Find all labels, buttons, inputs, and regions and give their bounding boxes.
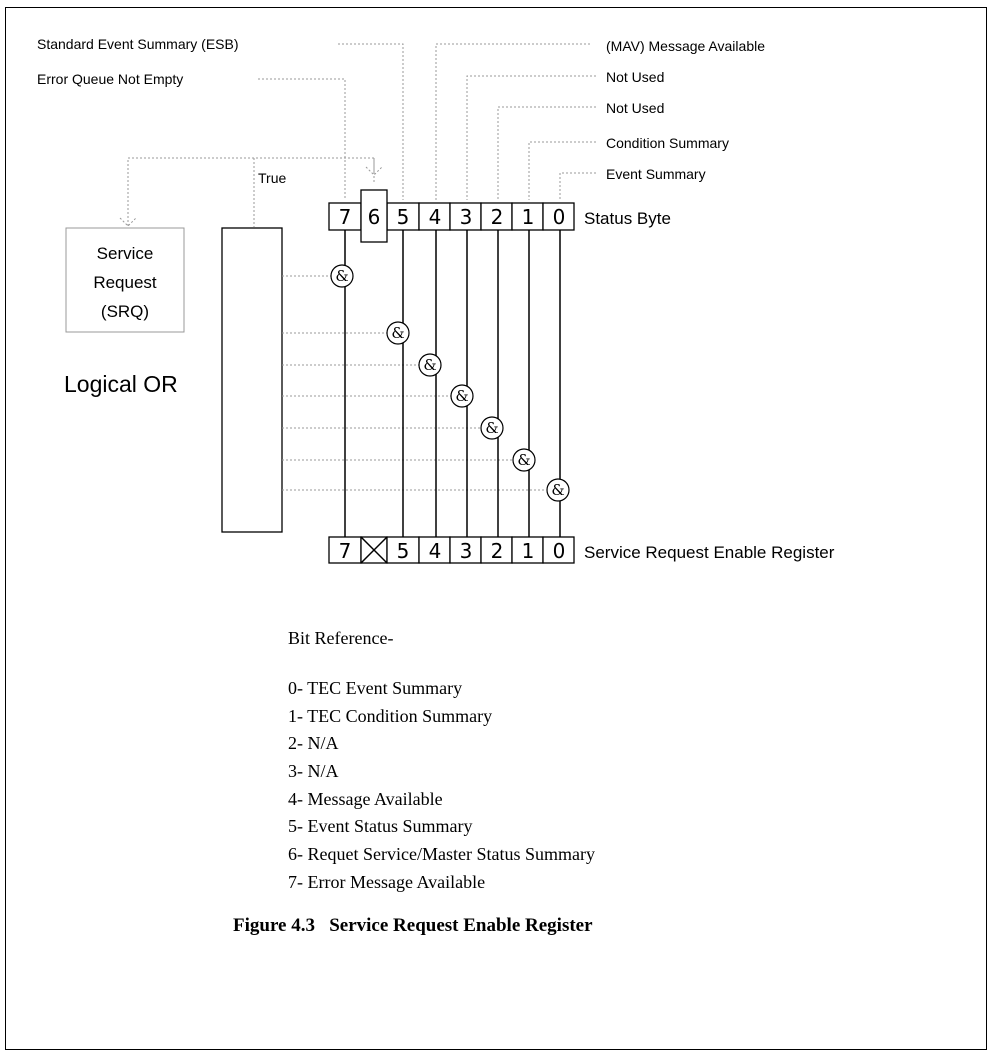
and-gate-bit-0: &	[546, 478, 570, 502]
bit-reference-item: 7- Error Message Available	[288, 871, 486, 892]
not-used-label-2: Not Used	[606, 100, 664, 116]
srq-line-1: Service	[97, 244, 154, 263]
leader-lines	[119, 43, 596, 227]
and-gate-bit-2: &	[480, 416, 504, 440]
status-bit-4-cell	[418, 202, 451, 231]
status-bit-3-cell	[449, 202, 482, 231]
enable-bit-0: 0	[553, 539, 566, 563]
service-request-box	[65, 227, 185, 333]
and-gate-symbol: &	[423, 356, 436, 374]
not-used-label-1: Not Used	[606, 69, 664, 85]
enable-bit-7: 7	[339, 539, 352, 563]
bit-reference-list: 0- TEC Event Summary 1- TEC Condition Su…	[288, 675, 595, 897]
status-bit-3: 3	[460, 205, 473, 229]
logical-or-label: Logical OR	[64, 371, 178, 397]
bit-reference-item: 0- TEC Event Summary	[288, 678, 463, 698]
status-bit-4: 4	[429, 205, 442, 229]
enable-register-row: 7 5 4 3 2 1 0	[328, 536, 575, 564]
logical-or-box	[221, 227, 283, 533]
status-bit-0: 0	[553, 205, 566, 229]
status-bit-7-cell	[328, 202, 362, 231]
status-byte-label: Status Byte	[584, 209, 671, 228]
enable-bit-1: 1	[522, 539, 535, 563]
true-label: True	[258, 170, 286, 186]
bit-reference: Bit Reference- 0- TEC Event Summary 1- T…	[288, 628, 595, 897]
error-queue-label: Error Queue Not Empty	[37, 71, 183, 87]
mav-label: (MAV) Message Available	[606, 38, 765, 54]
bit-reference-item: 5- Event Status Summary	[288, 816, 473, 837]
enable-bit-2: 2	[491, 539, 504, 563]
or-input-lines	[282, 275, 546, 491]
bit-reference-item: 6- Requet Service/Master Status Summary	[288, 844, 595, 865]
and-gate-symbol: &	[517, 451, 530, 469]
enable-bit-0-cell	[542, 536, 575, 564]
status-bit-7: 7	[339, 205, 352, 229]
bit-reference-item: 3- N/A	[288, 761, 339, 782]
status-byte-row: 7 6 5 4 3 2 1 0	[328, 189, 575, 243]
status-bit-1: 1	[522, 205, 535, 229]
and-gate-symbol: &	[485, 419, 498, 437]
bit-reference-title: Bit Reference-	[288, 628, 394, 648]
enable-bit-7-cell	[328, 536, 362, 564]
and-gate-bit-1: &	[512, 448, 536, 472]
bit-reference-item: 2- N/A	[288, 733, 339, 754]
and-gate-bit-5: &	[386, 321, 410, 345]
enable-bit-5: 5	[397, 539, 410, 563]
esb-label: Standard Event Summary (ESB)	[37, 36, 239, 52]
and-gates: & & & & & & &	[330, 264, 570, 502]
enable-bit-4: 4	[429, 539, 442, 563]
status-bit-2: 2	[491, 205, 504, 229]
condition-summary-label: Condition Summary	[606, 135, 729, 151]
bit-reference-item: 1- TEC Condition Summary	[288, 705, 493, 726]
bit-lines	[344, 225, 561, 537]
and-gate-symbol: &	[551, 481, 564, 499]
figure-frame	[5, 7, 987, 1050]
enable-bit-5-cell	[386, 536, 420, 564]
and-gate-symbol: &	[335, 267, 348, 285]
status-bit-6-cell	[360, 189, 388, 243]
status-bit-5: 5	[397, 205, 410, 229]
event-summary-label: Event Summary	[606, 166, 706, 182]
enable-register-label: Service Request Enable Register	[584, 543, 835, 562]
and-gate-symbol: &	[455, 387, 468, 405]
status-bit-6: 6	[368, 205, 381, 229]
and-gate-bit-3: &	[450, 384, 474, 408]
figure-caption: Figure 4.3 Service Request Enable Regist…	[233, 915, 593, 936]
srq-line-3: (SRQ)	[101, 302, 149, 321]
status-bit-0-cell	[542, 202, 575, 231]
x-mark-icon	[360, 536, 388, 564]
and-gate-symbol: &	[391, 324, 404, 342]
enable-bit-3: 3	[460, 539, 473, 563]
and-gate-bit-7: &	[330, 264, 354, 288]
and-gate-bit-4: &	[418, 353, 442, 377]
enable-bit-3-cell	[449, 536, 482, 564]
bit-reference-item: 4- Message Available	[288, 788, 443, 809]
srq-line-2: Request	[93, 273, 157, 292]
enable-bit-2-cell	[480, 536, 513, 564]
